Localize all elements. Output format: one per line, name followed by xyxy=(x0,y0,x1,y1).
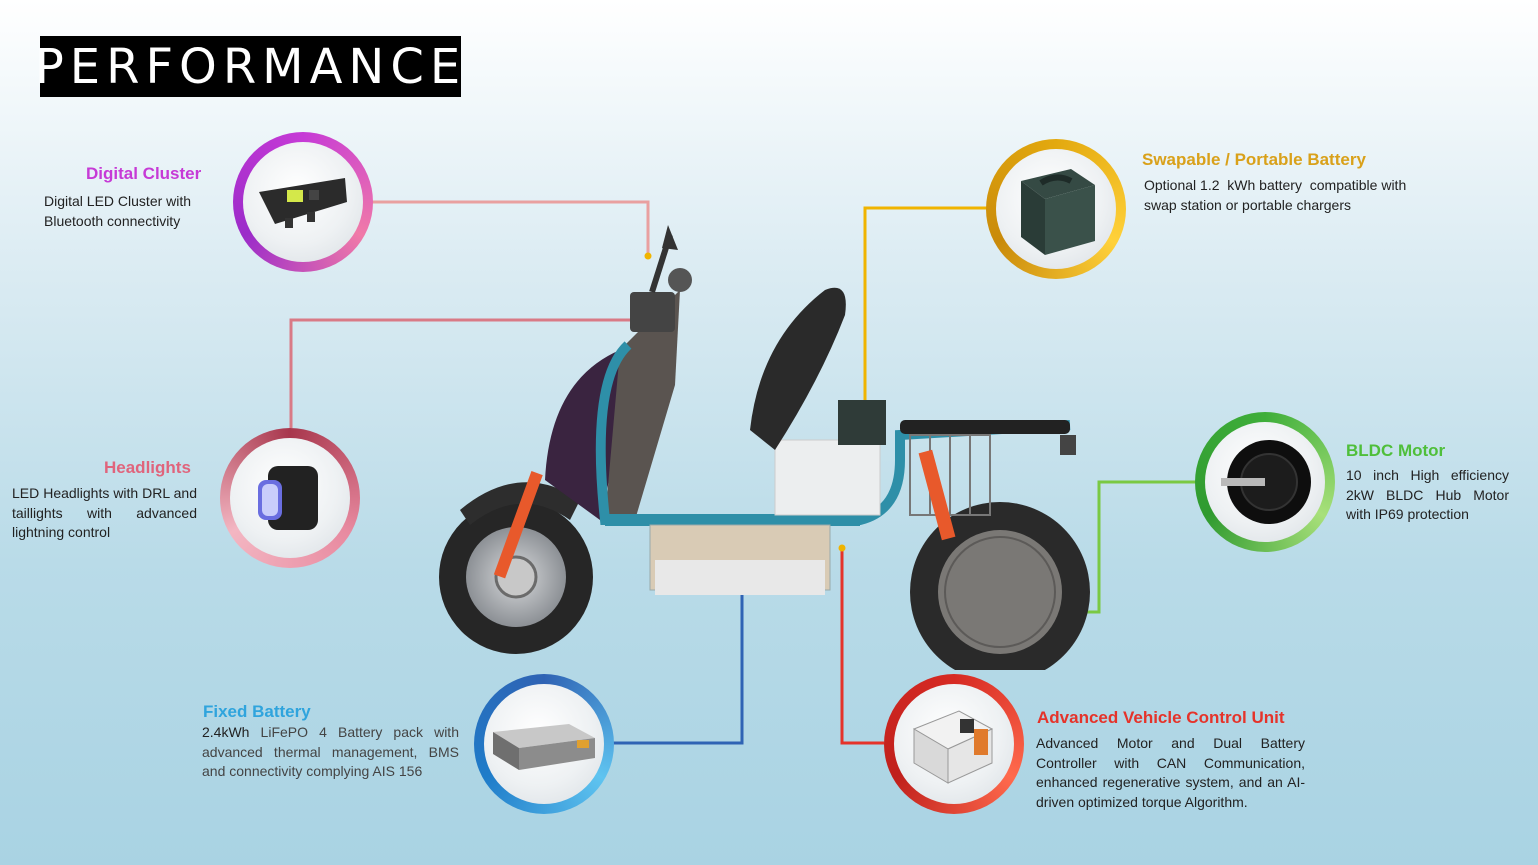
page-title: PERFORMANCE xyxy=(35,36,461,97)
hub-motor-icon xyxy=(1221,440,1311,524)
headlight-icon xyxy=(258,466,318,530)
fixed-battery-description: 2.4kWh LiFePO 4 Battery pack with advanc… xyxy=(202,723,459,782)
battery-pack-icon xyxy=(493,724,595,770)
swappable-battery-ring xyxy=(986,139,1126,279)
fixed-battery-connector xyxy=(612,584,744,745)
vcu-ring xyxy=(884,674,1024,814)
portable-battery-icon xyxy=(1021,169,1095,255)
swappable-battery-connector xyxy=(863,206,988,424)
headlights-description: LED Headlights with DRL and taillights w… xyxy=(12,485,197,540)
digital-cluster-icon xyxy=(259,178,347,228)
digital-cluster-ring xyxy=(233,132,373,272)
vcu-connector xyxy=(840,548,884,745)
vcu-heading: Advanced Vehicle Control Unit xyxy=(1037,708,1285,727)
digital-cluster-heading: Digital Cluster xyxy=(86,164,202,183)
swappable-battery-heading: Swapable / Portable Battery xyxy=(1142,150,1366,169)
bldc-motor-description: 10 inch High efficiency 2kW BLDC Hub Mot… xyxy=(1346,467,1509,522)
bldc-motor-heading: BLDC Motor xyxy=(1346,441,1446,460)
fixed-battery-heading: Fixed Battery xyxy=(203,702,311,721)
headlights-ring xyxy=(220,428,360,568)
bldc-motor-ring xyxy=(1195,412,1335,552)
electric-scooter-illustration xyxy=(439,225,1090,670)
digital-cluster-description: Digital LED Cluster with Bluetooth conne… xyxy=(44,193,192,229)
digital-cluster-connector xyxy=(372,200,650,256)
control-unit-icon xyxy=(912,710,994,784)
fixed-battery-text: LiFePO 4 Battery pack with advanced ther… xyxy=(202,724,459,779)
vcu-description: Advanced Motor and Dual Battery Controll… xyxy=(1036,735,1305,810)
swappable-battery-description: Optional 1.2 kWh battery compatible with… xyxy=(1144,177,1411,213)
fixed-battery-ring xyxy=(474,674,614,814)
headlights-connector xyxy=(289,318,636,428)
headlights-heading: Headlights xyxy=(104,458,191,477)
fixed-battery-capacity: 2.4kWh xyxy=(202,724,250,740)
